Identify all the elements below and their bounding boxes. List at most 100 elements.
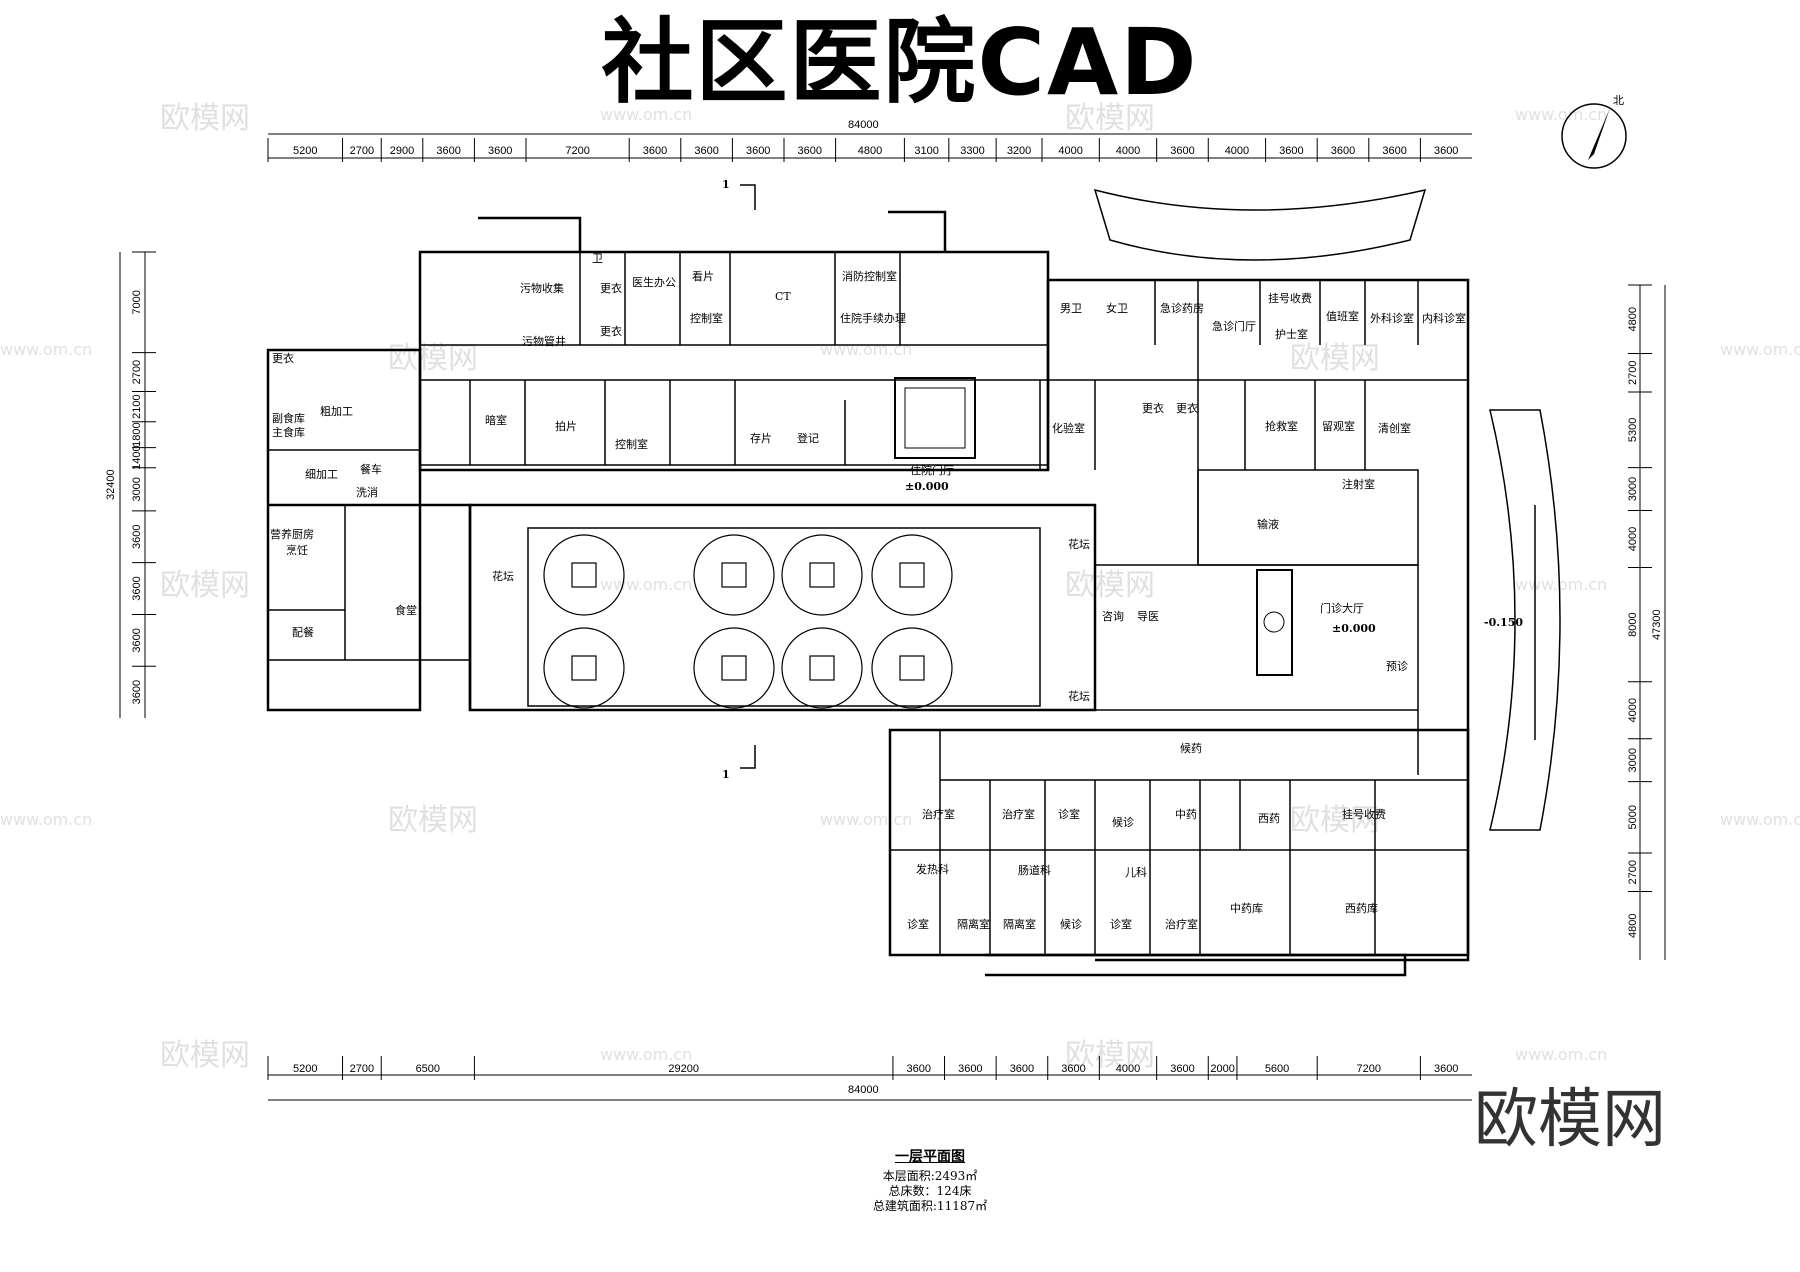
room-label: 治疗室 [1165, 917, 1198, 931]
room-label: 更衣 [1142, 401, 1164, 415]
left-total-depth: 32400 [105, 469, 117, 500]
watermark-site: www.om.cn [820, 340, 912, 359]
dimension-value: 4000 [1627, 698, 1639, 722]
courtyard-planters [543, 534, 953, 709]
dimension-value: 3600 [131, 576, 143, 600]
room-label: 候诊 [1060, 917, 1082, 931]
room-label: 清创室 [1378, 421, 1411, 435]
dimension-value: 3600 [1170, 145, 1194, 157]
room-label: 护士室 [1275, 327, 1308, 341]
room-label: 中药 [1175, 808, 1197, 821]
watermark-text: 欧模网 [1065, 101, 1155, 136]
planter-box [809, 655, 835, 681]
room-label: 治疗室 [922, 807, 955, 821]
section-marker-top: 1 [722, 178, 730, 191]
room-label: 营养厨房 [270, 527, 314, 541]
room-label: 急诊药房 [1160, 301, 1204, 315]
room-label: 控制室 [690, 311, 723, 325]
room-label: 花坛 [1068, 690, 1090, 703]
planter-circle [693, 627, 775, 709]
room-label: 更衣 [600, 281, 622, 295]
dimension-value: 3000 [131, 477, 143, 501]
room-label: 粗加工 [320, 405, 353, 418]
section-arrow-bottom [740, 745, 756, 769]
level-label: ±0.000 [1332, 622, 1376, 635]
watermark-site: www.om.cn [1515, 105, 1607, 124]
room-label: 值班室 [1326, 309, 1359, 323]
watermark-site: www.om.cn [600, 1045, 692, 1064]
dimension-value: 1800 [131, 422, 143, 446]
room-label: 看片 [692, 269, 714, 283]
dimension-value: 3600 [746, 145, 770, 157]
dimension-value: 2900 [390, 145, 414, 157]
room-label: 住院门厅 [910, 463, 954, 477]
room-label: 留观室 [1322, 419, 1355, 433]
planter-box [571, 655, 597, 681]
level-label: -0.150 [1484, 616, 1523, 629]
watermark-text: 欧模网 [388, 803, 478, 838]
room-labels: 污物收集 污物管井 卫 更衣 更衣 医生办公 看片 控制室 CT 消防控制室 住… [270, 252, 1523, 931]
room-label: 治疗室 [1002, 807, 1035, 821]
caption-total-area: 总建筑面积:11187㎡ [872, 1199, 988, 1213]
dimension-value: 3600 [1010, 1063, 1034, 1075]
planter-circle [871, 534, 953, 616]
page-title: 社区医院CAD [601, 9, 1199, 116]
dimension-value: 3600 [1170, 1063, 1194, 1075]
room-label: 导医 [1137, 610, 1159, 623]
watermark-site: www.om.cn [820, 810, 912, 829]
room-label: 输液 [1257, 517, 1279, 531]
dimension-value: 3300 [960, 145, 984, 157]
watermark-site: www.om.cn [600, 575, 692, 594]
room-label: 门诊大厅 [1320, 601, 1364, 615]
room-label: 发热科 [916, 862, 949, 876]
room-label: 西药 [1258, 812, 1280, 825]
dimension-value: 3600 [958, 1063, 982, 1075]
room-label: 儿科 [1125, 865, 1147, 879]
dimension-value: 3600 [131, 628, 143, 652]
dimension-value: 3100 [914, 145, 938, 157]
dimension-value: 3600 [1434, 145, 1458, 157]
caption-title: 一层平面图 [895, 1149, 965, 1165]
dimension-lines [119, 133, 1666, 1101]
room-label: 挂号收费 [1268, 291, 1312, 305]
dimension-value: 4800 [858, 145, 882, 157]
planter-circle [543, 627, 625, 709]
dimension-value: 1400 [131, 445, 143, 469]
dimension-value: 3600 [488, 145, 512, 157]
planter-box [899, 562, 925, 588]
dimension-value: 8000 [1627, 612, 1639, 636]
watermark-text: 欧模网 [1065, 568, 1155, 603]
planter-circle [693, 534, 775, 616]
watermark-site: www.om.cn [0, 340, 92, 359]
planter-circle [781, 534, 863, 616]
planter-circle [871, 627, 953, 709]
watermark-text: 欧模网 [388, 341, 478, 376]
dimension-value: 3600 [1061, 1063, 1085, 1075]
level-label: ±0.000 [905, 480, 949, 493]
room-label: 隔离室 [1003, 917, 1036, 931]
dimension-value: 4800 [1627, 307, 1639, 331]
dimension-value: 4000 [1116, 145, 1140, 157]
dimension-value: 6500 [416, 1063, 440, 1075]
room-label: 外科诊室 [1370, 311, 1414, 325]
dimension-value: 5600 [1265, 1063, 1289, 1075]
room-label: 登记 [797, 431, 819, 445]
dimension-value: 7000 [131, 290, 143, 314]
room-label: 洗消 [356, 485, 378, 499]
caption-beds: 总床数：124床 [888, 1184, 972, 1198]
room-label: 副食库 [272, 411, 305, 425]
room-label: 肠道科 [1018, 863, 1051, 877]
drawing-caption: 一层平面图 本层面积:2493㎡ 总床数：124床 总建筑面积:11187㎡ [780, 1150, 1080, 1214]
dimension-value: 29200 [668, 1063, 699, 1075]
caption-floor-area: 本层面积:2493㎡ [882, 1169, 978, 1183]
watermark-site: www.om.cn [1720, 810, 1800, 829]
watermark-site: www.om.cn [1515, 575, 1607, 594]
dimension-value: 3600 [1331, 145, 1355, 157]
dimension-value: 2100 [131, 394, 143, 418]
north-arrow-icon: 北 [1561, 94, 1627, 169]
watermark-site: www.om.cn [1515, 1045, 1607, 1064]
